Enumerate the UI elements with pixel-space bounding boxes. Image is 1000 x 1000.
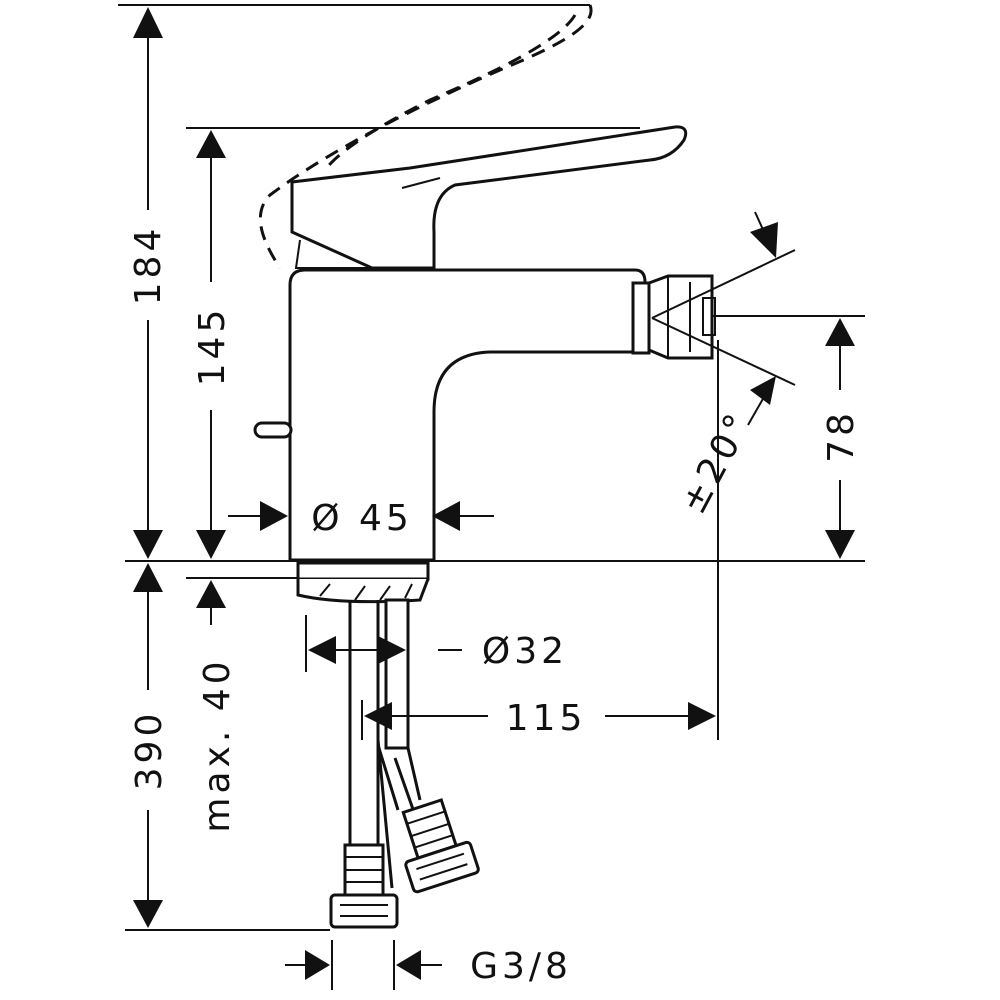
lever-handle-edge [294, 177, 441, 269]
pop-up-rod [253, 421, 293, 439]
supply-hose-left [329, 600, 399, 929]
dim-projection: 115 [506, 698, 587, 739]
dim-hose-length: 390 [129, 710, 170, 791]
dim-max-thickness: max. 40 [197, 657, 238, 832]
lever-raised-inner [323, 14, 577, 171]
dim-thread: G3/8 [470, 946, 572, 987]
dim-overall-height: 184 [128, 225, 169, 306]
dim-outlet-height: 78 [821, 409, 862, 463]
swivel-nozzle [631, 274, 716, 360]
dim-spout-height: 145 [192, 306, 233, 387]
dimension-lines [118, 4, 865, 990]
supply-hose-right [376, 739, 480, 894]
mounting-base [296, 561, 430, 604]
dim-swivel-angle: ±20° [673, 404, 761, 520]
lever-handle [290, 125, 688, 270]
dim-tail-diameter: Ø32 [482, 631, 568, 672]
dim-body-diameter: Ø 45 [311, 498, 413, 539]
faucet-outline [253, 4, 716, 929]
